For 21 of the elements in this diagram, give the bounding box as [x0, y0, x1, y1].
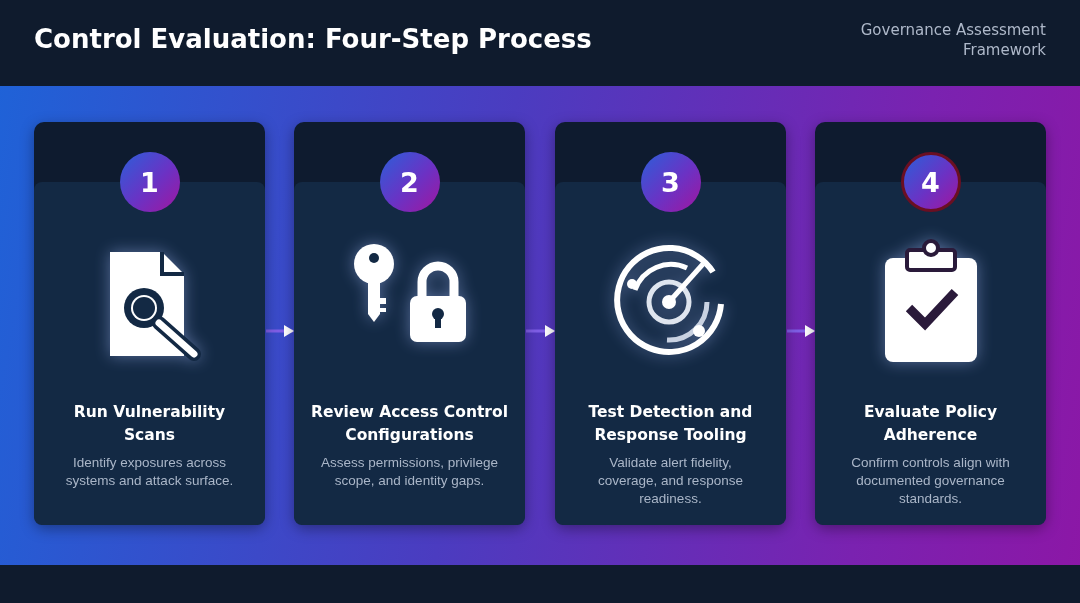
step-description: Identify exposures across systems and attack surface.	[64, 454, 235, 490]
step-card	[294, 122, 525, 525]
arrow	[266, 325, 294, 337]
step-title: Evaluate Policy Adherence	[862, 402, 999, 446]
step-title: Test Detection and Response Tooling	[587, 402, 754, 446]
header-note: Governance Assessment Framework	[859, 20, 1046, 60]
arrow	[526, 325, 555, 337]
step-title: Run Vulnerability Scans	[72, 402, 227, 446]
step-card	[34, 122, 265, 525]
step-number-badge: 1	[119, 152, 180, 212]
step-description: Validate alert fidelity, coverage, and response readiness.	[597, 454, 744, 508]
step-number-badge: 2	[379, 152, 440, 212]
step-description: Assess permissions, privilege scope, and identity gaps.	[319, 454, 500, 490]
step-title: Review Access Control Configurations	[310, 402, 509, 446]
step-card	[815, 122, 1046, 525]
step-number-badge: 4	[900, 152, 961, 212]
step-description: Confirm controls align with documented governance standards.	[850, 454, 1011, 508]
step-number-badge: 3	[640, 152, 701, 212]
arrow	[787, 325, 815, 337]
diagram-title: Control Evaluation: Four-Step Process	[34, 24, 592, 54]
step-card	[555, 122, 786, 525]
